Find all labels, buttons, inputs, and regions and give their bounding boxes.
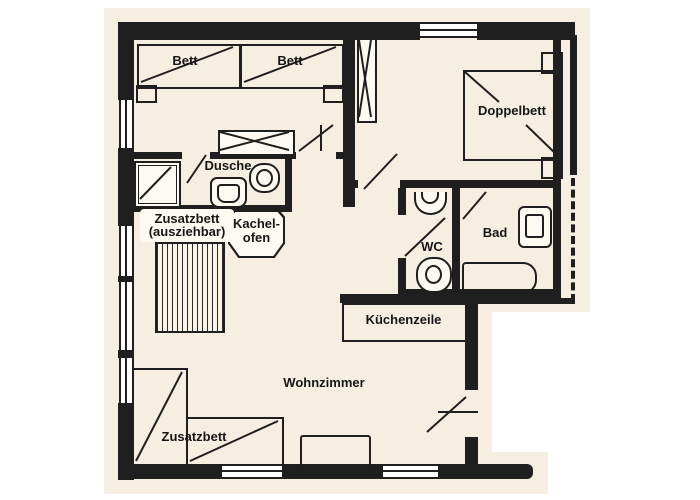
shower-tray [134,161,181,208]
wc-basin-bowl [421,192,439,204]
wall-bedroom-divider [343,24,355,207]
wall-left-seg1 [118,22,134,100]
bath-sink [518,206,552,248]
window-left-2 [119,226,134,276]
wall-dusche-top-a [134,152,182,159]
pullout-label-box [140,209,234,242]
label-kuechenzeile: Küchenzeile [365,312,442,327]
shower-toilet-bowl [217,184,240,203]
bathtub [462,262,537,294]
window-top [420,22,477,38]
wall-top-right-segment [477,22,575,40]
wall-livingroom-right-b [465,437,478,464]
nightstand-bottom [541,157,563,179]
wall-bottom-seg3 [438,464,533,479]
shower-basin [249,163,280,193]
wall-wc-bad-divider [452,188,460,294]
tiled-stove-body [230,212,283,256]
label-wc: WC [421,239,443,254]
wall-stub-right [460,298,575,304]
wall-left-seg2 [118,148,134,226]
wall-dusche-bottom [134,205,292,212]
label-bett2: Bett [277,53,303,68]
bath-sink-bowl [525,214,544,238]
wall-wc-left-a [398,188,406,215]
wall-kitchen-top [340,294,467,303]
wall-eave-solid [570,35,577,175]
label-zusatzbett-pullout-1: Zusatzbett [154,211,220,226]
label-zusatzbett-pullout-2: (ausziehbar) [148,224,226,239]
wall-left-seg3 [118,403,134,480]
bed-single-2 [240,44,344,89]
wc-toilet-bowl [425,265,442,284]
wall-wc-left-b [398,258,406,294]
window-left-3 [119,282,134,350]
wall-left-tick2 [118,350,134,358]
wardrobe-doppelbett [357,38,377,123]
label-zusatzbett-corner: Zusatzbett [161,429,227,444]
wc-basin [414,192,447,215]
shower-toilet [210,177,247,208]
label-doppelbett: Doppelbett [478,103,546,118]
wc-toilet [416,257,452,293]
nightstand-top [541,52,563,74]
wall-doppelbett-bottom-b [400,180,561,188]
label-bett1: Bett [172,53,198,68]
wardrobe-bedroom [218,130,295,156]
wall-dusche-right [285,152,292,212]
wall-eave-dashed [571,178,575,302]
label-kachelofen-2: ofen [242,230,271,245]
shower-basin-bowl [256,169,273,187]
wall-bottom-seg2 [282,464,383,479]
wall-bottom-seg1 [118,464,222,479]
bed-block-right [323,85,344,103]
window-left-4 [119,358,134,403]
sideboard [300,435,371,467]
label-wohnzimmer: Wohnzimmer [283,375,365,390]
shower-tray-inner-border [138,165,177,204]
window-left-1 [119,100,134,148]
wall-left-tick1 [118,276,134,282]
window-bottom-1 [222,464,282,479]
bed-block-left [136,85,157,103]
bed-double [463,70,563,161]
label-dusche: Dusche [204,158,252,173]
label-kachelofen-1: Kachel- [233,216,280,231]
wall-doppelbett-bottom-a [343,180,358,188]
bed-corner-horizontal [186,417,284,466]
tiled-stove [228,210,285,258]
bed-corner-vertical [133,368,188,466]
label-bad: Bad [482,225,508,240]
window-bottom-2 [383,464,438,479]
wall-dusche-top-c [336,152,345,159]
kitchenette-counter [342,303,469,342]
bed-pullout [155,242,225,333]
